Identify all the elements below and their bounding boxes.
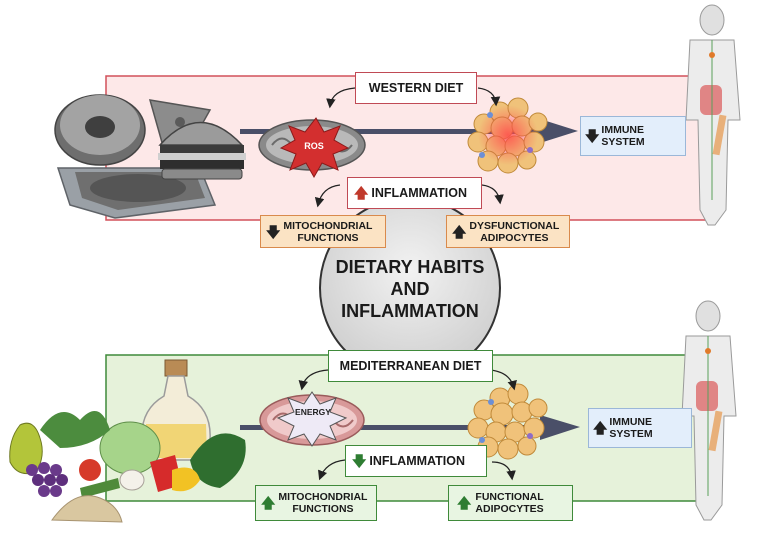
- western-mitochondrial-box: 🡇 MITOCHONDRIAL FUNCTIONS: [260, 215, 386, 248]
- burger-icon: [158, 121, 246, 180]
- mediterranean-main-arrow: [240, 415, 580, 440]
- grains-icon: [51, 495, 123, 523]
- steak-tray-icon: [56, 167, 217, 219]
- down-arrow-icon: 🡇: [585, 128, 600, 144]
- mediterranean-adipocytes-box: 🡅 FUNCTIONAL ADIPOCYTES: [448, 485, 573, 521]
- center-title-line1: DIETARY HABITS: [335, 257, 485, 277]
- vegetables-icon: [40, 411, 246, 498]
- center-title: DIETARY HABITS AND INFLAMMATION: [320, 254, 500, 324]
- western-diet-title: WESTERN DIET: [355, 72, 477, 104]
- ros-burst-icon: [279, 117, 350, 179]
- up-arrow-icon: 🡅: [457, 495, 472, 511]
- grapes-icon: [26, 462, 68, 497]
- down-arrow-icon: 🡇: [266, 223, 281, 240]
- western-main-arrow: [240, 119, 578, 143]
- mediterranean-immune-box: 🡅 IMMUNE SYSTEM: [588, 408, 692, 448]
- mediterranean-diet-title: MEDITERRANEAN DIET: [328, 350, 493, 382]
- western-inflammation-box: 🡅 INFLAMMATION: [347, 177, 482, 209]
- western-adipocytes-box: 🡅 DYSFUNCTIONAL ADIPOCYTES: [446, 215, 570, 248]
- up-arrow-icon: 🡅: [593, 420, 608, 436]
- up-arrow-icon: 🡅: [452, 223, 467, 240]
- center-title-line2: AND: [390, 279, 430, 299]
- mediterranean-human-body-icon: [681, 300, 737, 521]
- donut-icon: [54, 94, 146, 166]
- pear-icon: [9, 422, 43, 475]
- human-body-icon: [685, 4, 741, 226]
- center-title-line3: INFLAMMATION: [341, 301, 479, 321]
- ros-label: ROS: [304, 141, 324, 151]
- energy-label: ENERGY: [295, 407, 331, 417]
- energy-burst-icon: [276, 391, 348, 447]
- mediterranean-curved-arrows: [298, 369, 517, 481]
- down-arrow-icon: 🡇: [352, 453, 367, 469]
- western-immune-box: 🡇 IMMUNE SYSTEM: [580, 116, 686, 156]
- mediterranean-inflammation-box: 🡇 INFLAMMATION: [345, 445, 487, 477]
- adipose-cluster-icon: [467, 97, 548, 174]
- mediterranean-mitochondrial-box: 🡅 MITOCHONDRIAL FUNCTIONS: [255, 485, 377, 521]
- western-curved-arrows: [314, 87, 504, 208]
- up-arrow-icon: 🡅: [261, 495, 276, 511]
- up-arrow-icon: 🡅: [354, 185, 369, 201]
